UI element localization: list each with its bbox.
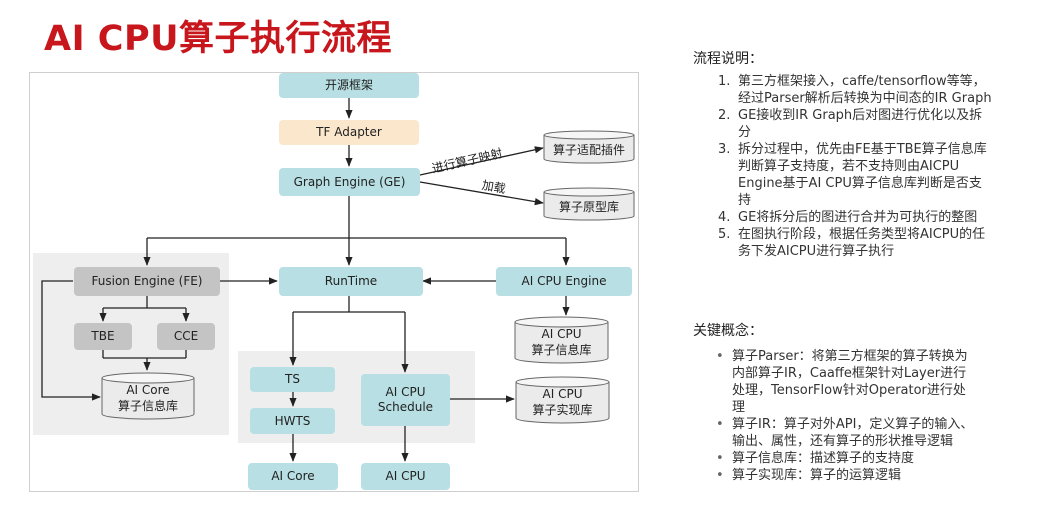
concept-line: 输出、属性，还有算子的形状推导逻辑 <box>732 434 954 449</box>
step-number: 3. <box>718 142 731 157</box>
node-cce: CCE <box>157 323 215 350</box>
db-operator-prototype-lib: 算子原型库 <box>543 187 635 221</box>
step-number: 4. <box>718 210 731 225</box>
step-line: 分 <box>738 125 752 140</box>
concept-line: 算子实现库：算子的运算逻辑 <box>732 468 902 483</box>
node-open-framework: 开源框架 <box>279 73 419 98</box>
step-line: 务下发AICPU进行算子执行 <box>738 244 895 259</box>
node-tbe: TBE <box>74 323 132 350</box>
flow-explanation-heading: 流程说明： <box>693 51 763 67</box>
step-line: 持 <box>738 193 752 208</box>
db-aicpu-info-line1: AI CPU <box>541 327 582 342</box>
db-operator-adapter-plugin: 算子适配插件 <box>543 130 635 164</box>
node-aicpu-engine: AI CPU Engine <box>496 267 632 296</box>
concept-line: 内部算子IR，Caaffe框架针对Layer进行 <box>732 366 967 381</box>
db-aicpu-impl-lib: AI CPU 算子实现库 <box>515 376 610 424</box>
flow-step: 5. 在图执行阶段，根据任务类型将AICPU的任务下发AICPU进行算子执行 <box>712 226 1052 260</box>
db-prototype-line1: 算子原型库 <box>558 199 619 214</box>
concept-line: 算子信息库：描述算子的支持度 <box>732 451 915 466</box>
db-aicpu-impl-line2: 算子实现库 <box>532 403 593 417</box>
node-ai-core-output: AI Core <box>248 463 338 490</box>
node-ai-cpu-output: AI CPU <box>361 463 450 490</box>
aicpu-schedule-line1: AI CPU <box>385 385 426 399</box>
step-number: 5. <box>718 227 731 242</box>
db-aicore-info-line1: AI Core <box>126 383 170 398</box>
step-number: 1. <box>718 74 731 89</box>
key-concepts-list: 算子Parser：将第三方框架的算子转换为内部算子IR，Caaffe框架针对La… <box>716 348 1046 484</box>
step-line: Engine基于AI CPU算子信息库判断是否支 <box>738 176 982 191</box>
node-hwts: HWTS <box>250 408 335 434</box>
flow-step: 2. GE接收到IR Graph后对图进行优化以及拆分 <box>712 107 1052 141</box>
concept-item: 算子实现库：算子的运算逻辑 <box>716 467 1046 484</box>
concept-line: 理 <box>732 400 746 415</box>
node-tf-adapter: TF Adapter <box>279 120 419 145</box>
aicpu-schedule-line2: Schedule <box>377 400 434 414</box>
step-line: 第三方框架接入，caffe/tensorflow等等， <box>738 74 986 89</box>
db-aicpu-impl-line1: AI CPU <box>542 387 583 402</box>
slide-title: AI CPU算子执行流程 <box>44 19 393 59</box>
step-line: GE将拆分后的图进行合并为可执行的整图 <box>738 210 978 225</box>
flow-step: 4. GE将拆分后的图进行合并为可执行的整图 <box>712 209 1052 226</box>
flow-steps-list: 1. 第三方框架接入，caffe/tensorflow等等， 经过Parser解析后… <box>712 73 1052 260</box>
step-number: 2. <box>718 108 731 123</box>
node-ts: TS <box>250 367 335 392</box>
node-aicpu-schedule: AI CPU Schedule <box>361 374 450 426</box>
db-aicore-info-lib: AI Core 算子信息库 <box>101 372 195 420</box>
step-line: 拆分过程中，优先由FE基于TBE算子信息库 <box>738 142 987 157</box>
concept-line: 算子IR：算子对外API，定义算子的输入、 <box>732 417 974 432</box>
flow-step: 1. 第三方框架接入，caffe/tensorflow等等， 经过Parser解析后… <box>712 73 1052 107</box>
db-aicore-info-line2: 算子信息库 <box>117 399 178 413</box>
concept-item: 算子IR：算子对外API，定义算子的输入、输出、属性，还有算子的形状推导逻辑 <box>716 416 1046 450</box>
concept-item: 算子Parser：将第三方框架的算子转换为内部算子IR，Caaffe框架针对La… <box>716 348 1046 416</box>
concept-line: 算子Parser：将第三方框架的算子转换为 <box>732 349 968 364</box>
key-concepts-heading: 关键概念： <box>693 323 763 339</box>
step-line: GE接收到IR Graph后对图进行优化以及拆 <box>738 108 983 123</box>
node-runtime: RunTime <box>279 267 423 296</box>
flow-step: 3. 拆分过程中，优先由FE基于TBE算子信息库判断算子支持度，若不支持则由AIC… <box>712 141 1052 209</box>
concept-line: 处理，TensorFlow针对Operator进行处 <box>732 383 966 398</box>
db-aicpu-info-lib: AI CPU 算子信息库 <box>514 316 609 364</box>
step-line: 判断算子支持度，若不支持则由AICPU <box>738 159 960 174</box>
step-line: 经过Parser解析后转换为中间态的IR Graph <box>738 91 992 106</box>
node-graph-engine: Graph Engine (GE) <box>279 168 420 196</box>
node-fusion-engine: Fusion Engine (FE) <box>74 267 220 296</box>
step-line: 在图执行阶段，根据任务类型将AICPU的任 <box>738 227 986 242</box>
db-plugin-line1: 算子适配插件 <box>552 142 625 157</box>
concept-item: 算子信息库：描述算子的支持度 <box>716 450 1046 467</box>
db-aicpu-info-line2: 算子信息库 <box>531 343 592 357</box>
